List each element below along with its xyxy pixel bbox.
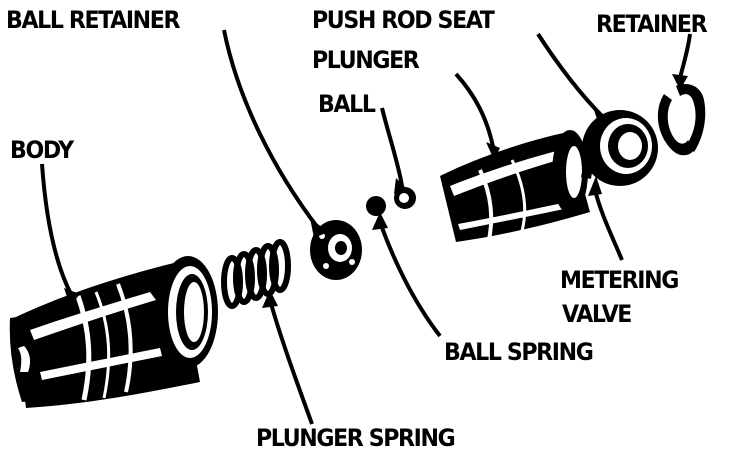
- push-rod-seat-part: [581, 110, 658, 186]
- leader-body: [40, 163, 74, 297]
- plunger-part: [438, 130, 590, 245]
- label-ball: BALL: [318, 90, 376, 118]
- small-ball-part: [394, 187, 416, 209]
- label-push-rod-seat: PUSH ROD SEAT: [312, 6, 495, 34]
- label-metering-valve-line2: VALVE: [562, 300, 632, 328]
- label-body: BODY: [10, 136, 74, 164]
- ball-retainer-part: [310, 220, 362, 280]
- ball-part: [366, 196, 386, 216]
- label-metering-valve-line1: METERING: [560, 266, 679, 294]
- leader-ball: [380, 107, 404, 187]
- leader-retainer: [678, 33, 692, 79]
- label-ball-spring: BALL SPRING: [444, 338, 594, 366]
- leader-plunger: [454, 72, 496, 153]
- leader-plunger-spring: [268, 299, 314, 425]
- leader-ball-spring: [378, 221, 442, 338]
- leader-push-rod-seat: [536, 32, 606, 120]
- label-plunger-spring: PLUNGER SPRING: [256, 424, 456, 452]
- label-retainer: RETAINER: [596, 10, 708, 38]
- label-ball-retainer: BALL RETAINER: [6, 6, 180, 34]
- leader-lines: [40, 29, 692, 425]
- retainer-clip-part: [657, 83, 706, 156]
- leader-ball-retainer: [222, 29, 320, 230]
- arrowheads: [64, 74, 688, 308]
- body-part: [9, 256, 218, 408]
- leader-metering-valve: [592, 185, 624, 261]
- plunger-spring-part: [221, 239, 291, 309]
- label-plunger: PLUNGER: [312, 46, 420, 74]
